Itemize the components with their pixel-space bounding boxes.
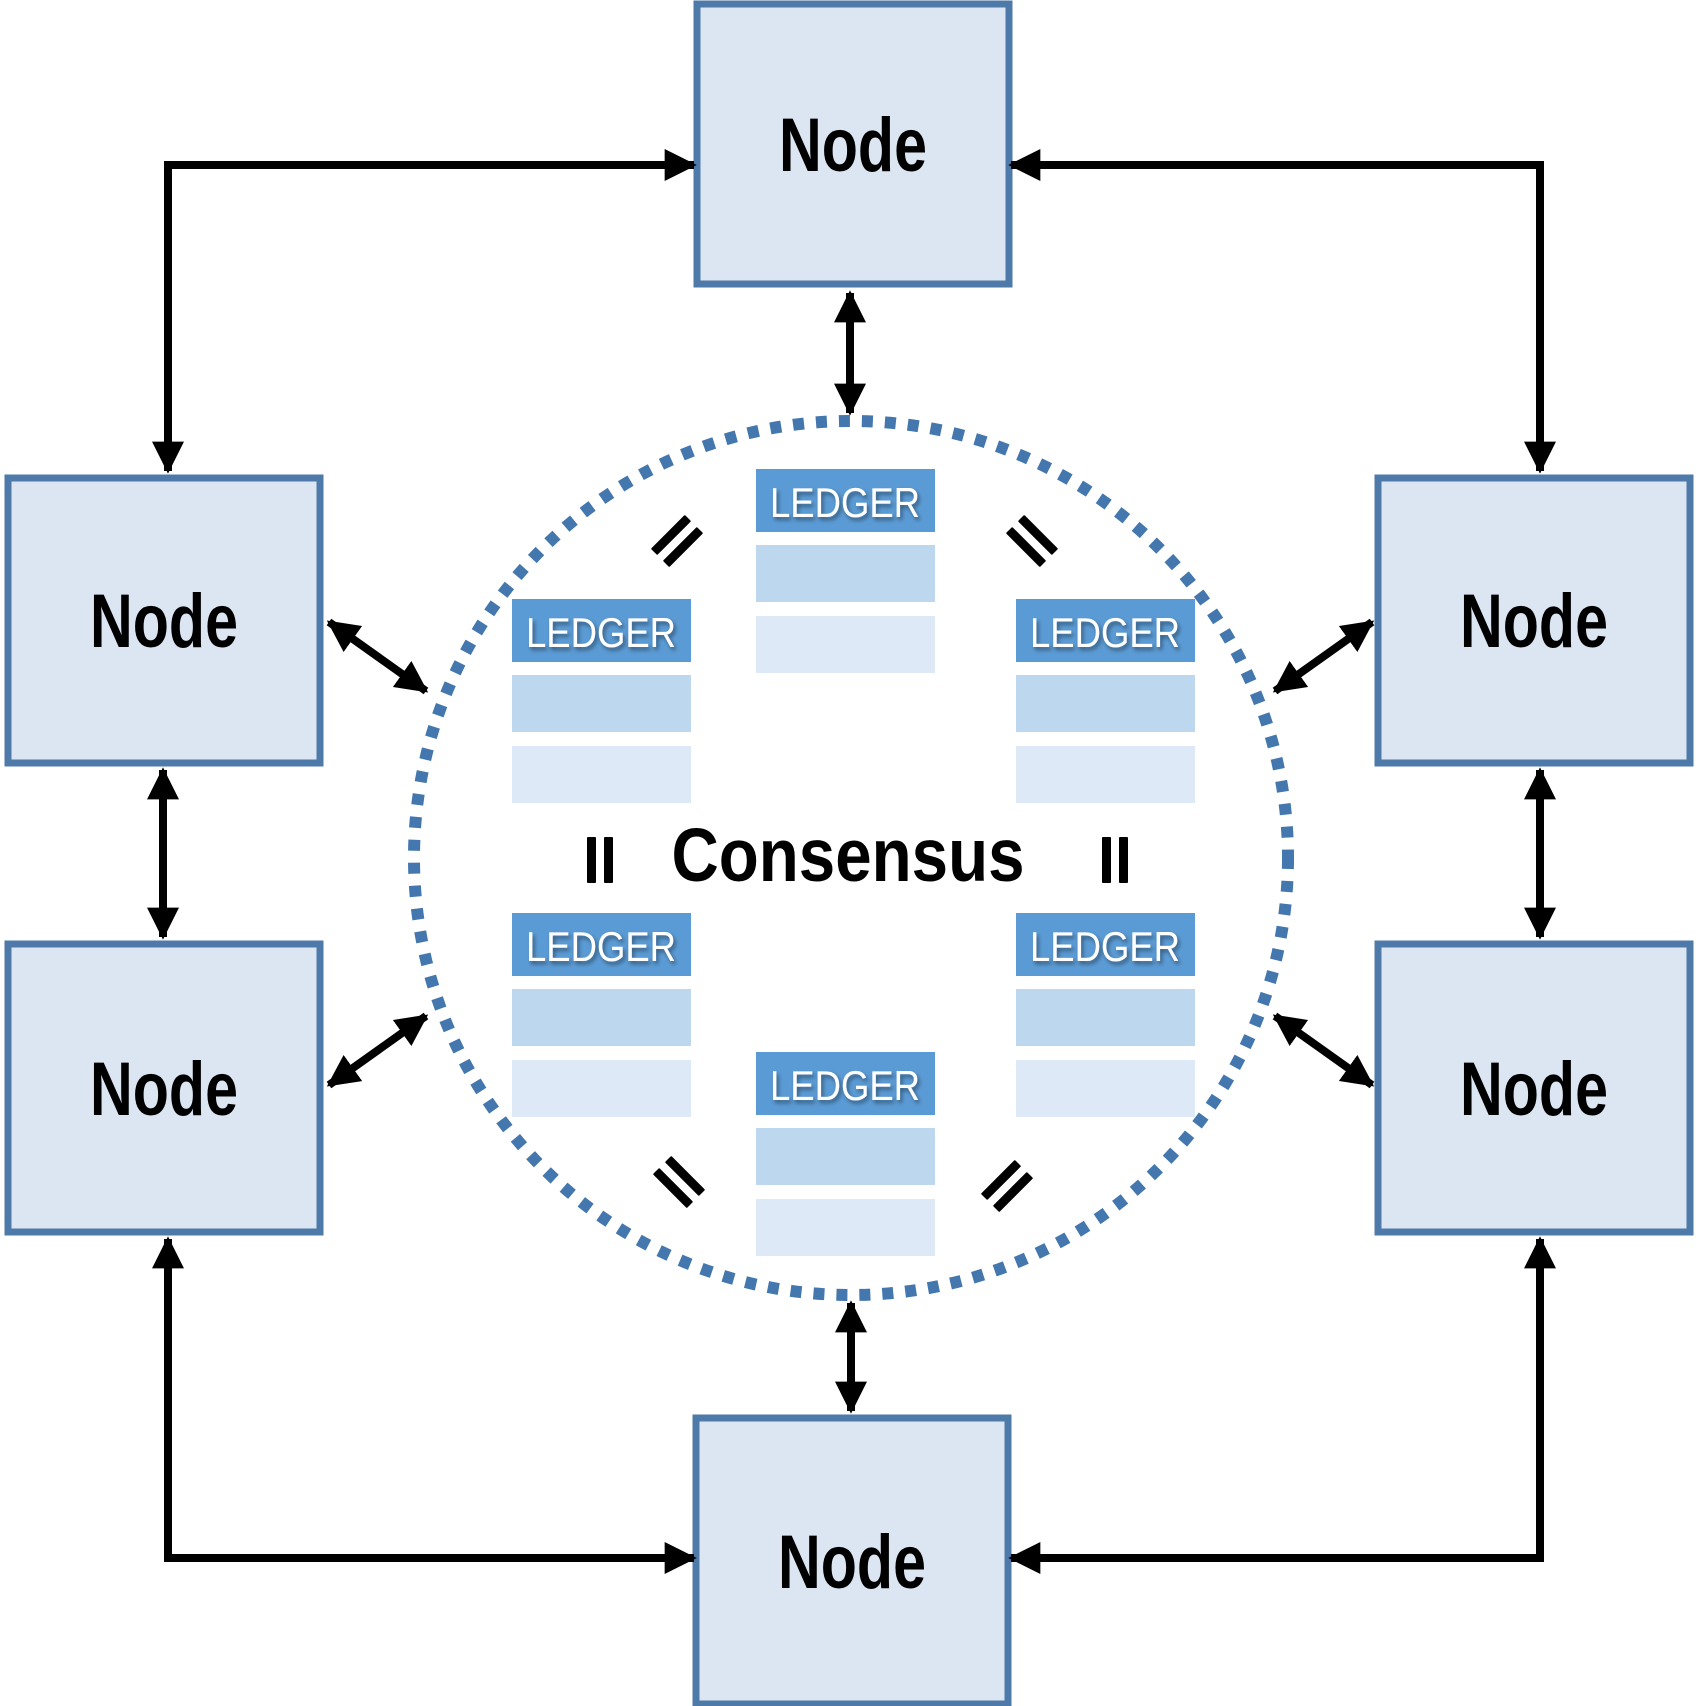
arrow-top-node-to-top-left-node	[152, 149, 697, 474]
arrow-top-node-to-top-right-node	[1008, 149, 1556, 474]
consensus-label: Consensus	[672, 813, 1025, 897]
equals-bar	[604, 837, 613, 883]
equals-bar	[1102, 837, 1111, 883]
ledger-header	[756, 1052, 935, 1115]
node-label: Node	[1460, 1047, 1608, 1132]
ledger-label: LEDGER	[526, 609, 676, 656]
arrow-top-right-node-to-circle	[1272, 618, 1375, 695]
node-rect	[692, 1414, 1012, 1706]
ledger-table-lower-left: LEDGER	[512, 913, 691, 1117]
ledger-row	[1016, 989, 1195, 1046]
ledger-table-top-center: LEDGER	[756, 469, 935, 673]
arrow-bottom-node-to-bottom-right-node	[1008, 1236, 1556, 1574]
ledger-header	[1016, 913, 1195, 976]
equals-bar	[1119, 837, 1128, 883]
ledger-row	[756, 1128, 935, 1185]
ledger-header	[1016, 599, 1195, 662]
ledger-row	[512, 989, 691, 1046]
node-box-top: Node	[693, 0, 1013, 288]
node-box-bottom: Node	[692, 1414, 1012, 1706]
node-box-top-left: Node	[4, 474, 324, 767]
ledger-header	[756, 469, 935, 532]
ledger-table-bottom-center: LEDGER	[756, 1052, 935, 1256]
ledger-label: LEDGER	[526, 923, 676, 970]
equals-bar	[651, 515, 691, 555]
ledger-header	[512, 913, 691, 976]
consensus-dotted-circle-icon	[408, 415, 1294, 1301]
ledger-label: LEDGER	[770, 1062, 920, 1109]
ledger-row	[512, 746, 691, 803]
arrow-bottom-right-node-to-circle	[1272, 1012, 1375, 1089]
ledger-row	[512, 1060, 691, 1117]
node-box-bottom-left: Node	[4, 940, 324, 1236]
node-label: Node	[1460, 579, 1608, 664]
equals-mark-lower-right-icon	[981, 1160, 1033, 1212]
ledger-label: LEDGER	[1030, 923, 1180, 970]
equals-bar	[587, 837, 596, 883]
ledger-label: LEDGER	[770, 479, 920, 526]
node-label: Node	[778, 1520, 926, 1605]
ledger-row	[512, 675, 691, 732]
ledger-row	[1016, 746, 1195, 803]
arrow-top-left-node-to-circle	[326, 618, 429, 695]
ledger-table-upper-right: LEDGER	[1016, 599, 1195, 803]
node-rect	[4, 940, 324, 1236]
arrow-bottom-node-to-bottom-left-node	[152, 1236, 697, 1574]
ledger-table-upper-left: LEDGER	[512, 599, 691, 803]
ledger-row	[756, 545, 935, 602]
equals-bar	[1018, 515, 1058, 555]
equals-bar	[1006, 527, 1046, 567]
ledger-header	[512, 599, 691, 662]
ledger-row	[1016, 1060, 1195, 1117]
equals-bar	[653, 1168, 693, 1208]
node-label: Node	[779, 103, 927, 188]
equals-bar	[663, 527, 703, 567]
equals-mark-mid-right-icon	[1102, 837, 1128, 883]
node-box-bottom-right: Node	[1374, 940, 1694, 1236]
node-rect	[4, 474, 324, 767]
ledger-row	[756, 616, 935, 673]
equals-mark-mid-left-icon	[587, 837, 613, 883]
node-label: Node	[90, 1047, 238, 1132]
equals-mark-lower-left-icon	[653, 1156, 705, 1208]
ledger-row	[756, 1199, 935, 1256]
equals-bar	[665, 1156, 705, 1196]
node-rect	[1374, 474, 1694, 767]
equals-mark-upper-left-icon	[651, 515, 703, 567]
ledger-table-lower-right: LEDGER	[1016, 913, 1195, 1117]
node-rect	[1374, 940, 1694, 1236]
node-box-top-right: Node	[1374, 474, 1694, 767]
equals-mark-upper-right-icon	[1006, 515, 1058, 567]
node-rect	[693, 0, 1013, 288]
ledger-label: LEDGER	[1030, 609, 1180, 656]
ledger-row	[1016, 675, 1195, 732]
arrow-bottom-left-node-to-circle	[326, 1012, 429, 1089]
node-label: Node	[90, 579, 238, 664]
equals-bar	[981, 1160, 1021, 1200]
equals-bar	[993, 1172, 1033, 1212]
